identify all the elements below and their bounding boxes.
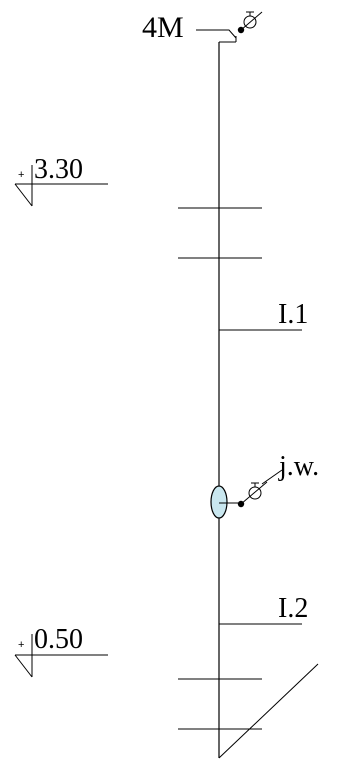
valve-icon	[237, 481, 268, 508]
level-marker-0-50: + 0.50	[14, 624, 108, 678]
level-value: 0.50	[34, 624, 83, 655]
level-marker-icon	[14, 634, 108, 678]
branch-i-2: I.2	[219, 593, 308, 625]
diagonal-connection	[218, 663, 319, 759]
level-marker-3-30: + 3.30	[14, 154, 108, 207]
level-sign: +	[18, 639, 24, 651]
valve-icon	[219, 11, 263, 43]
meter-label: j.w.	[278, 451, 319, 482]
level-value: 3.30	[34, 154, 83, 185]
meter-leader	[261, 469, 283, 485]
riser-tag-leader	[196, 29, 237, 39]
level-sign: +	[18, 169, 24, 181]
water-meter-icon	[210, 485, 228, 519]
riser-tag: 4M	[142, 11, 184, 44]
branch-label: I.1	[278, 299, 308, 330]
branch-i-1: I.1	[219, 299, 308, 331]
branch-label: I.2	[278, 593, 308, 624]
level-marker-icon	[14, 165, 108, 207]
